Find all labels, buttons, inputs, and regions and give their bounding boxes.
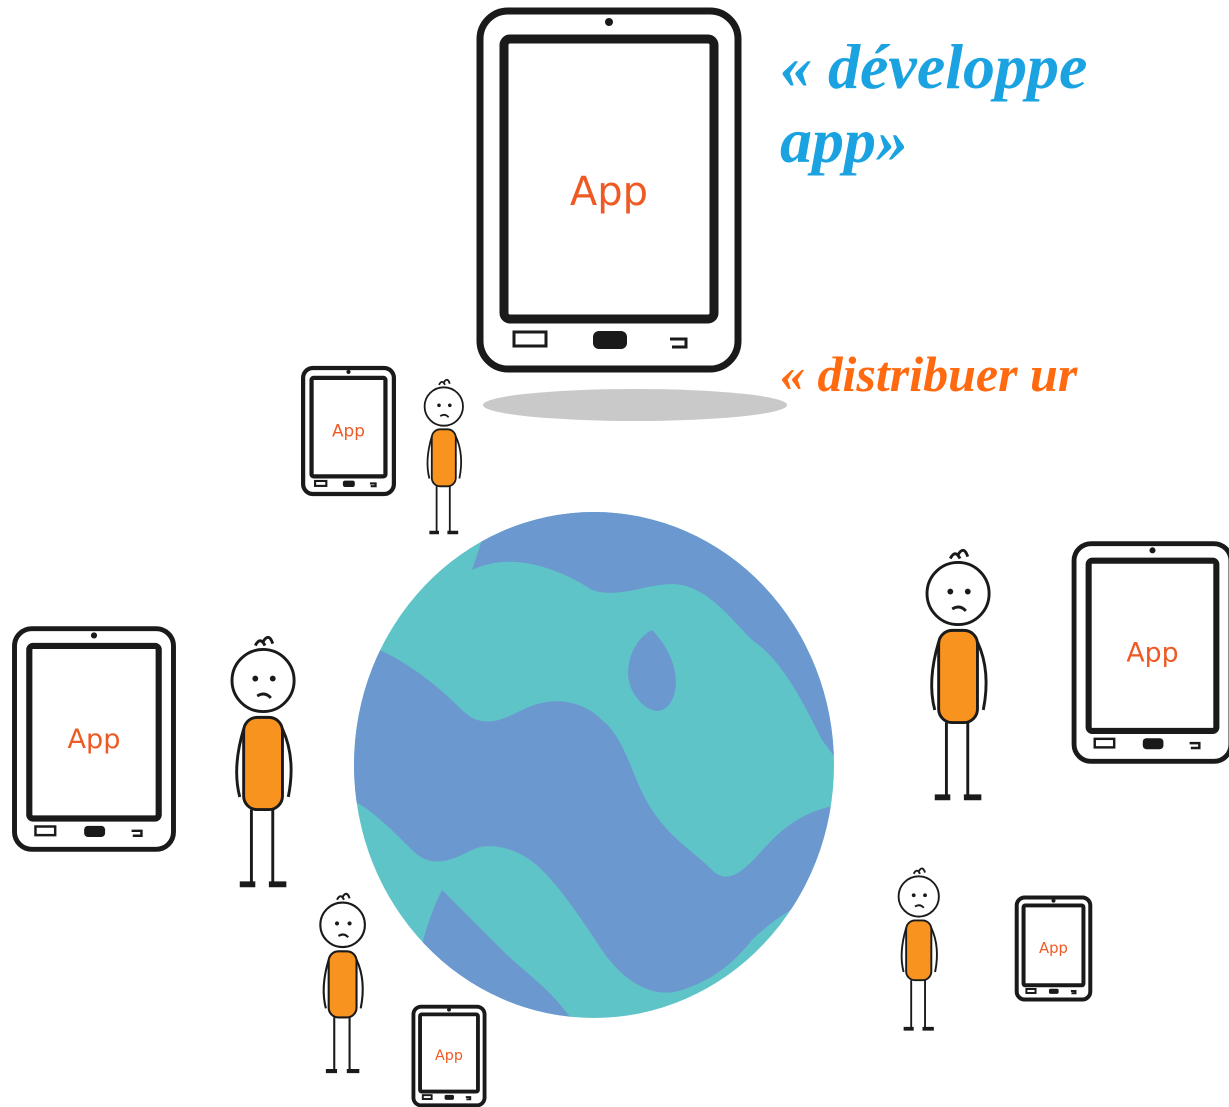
tablet-app-label: App (1039, 940, 1068, 957)
develop-caption-line2: app» (780, 105, 908, 176)
tablet-shadow (483, 389, 787, 421)
distribute-caption: « distribuer ur (780, 346, 1078, 402)
tablet-icon: App (411, 1004, 487, 1107)
tablet-icon: App (476, 7, 742, 373)
tablet-icon: App (1071, 541, 1229, 764)
globe-icon (354, 512, 834, 1018)
tablet-app-label: App (570, 169, 648, 215)
tablet-icon: App (1014, 895, 1093, 1002)
person-icon (319, 892, 366, 1074)
person-icon (230, 635, 296, 888)
person-icon (897, 867, 940, 1031)
develop-caption-line1: « développe (780, 31, 1088, 102)
tablet-app-label: App (68, 724, 121, 755)
tablet-app-label: App (1126, 638, 1178, 669)
person-icon (423, 378, 464, 535)
tablet-app-label: App (435, 1048, 463, 1064)
person-icon (925, 548, 991, 801)
develop-caption: « développe app» (780, 30, 1087, 178)
tablet-icon: App (301, 365, 396, 497)
tablet-icon: App (12, 626, 176, 852)
tablet-app-label: App (332, 420, 365, 440)
